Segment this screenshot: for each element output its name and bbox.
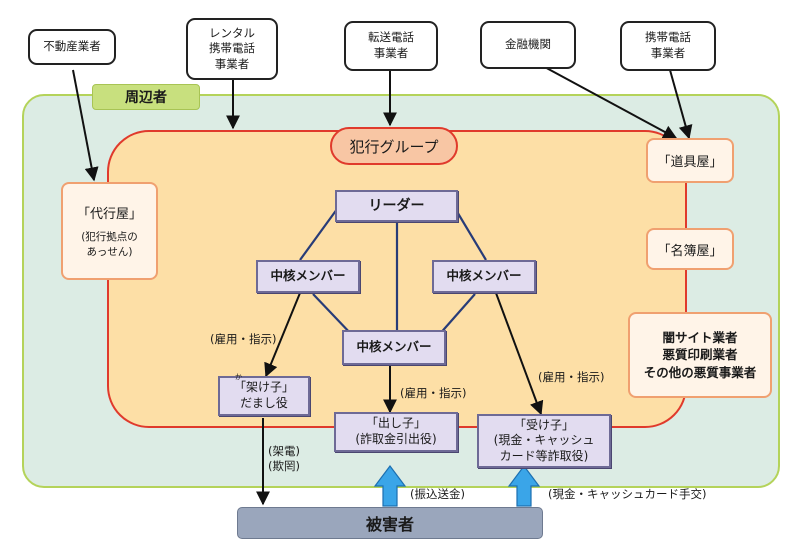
shady-business-line: その他の悪質事業者 [643, 364, 757, 380]
arrow-financial [527, 57, 678, 139]
line-leader-core-right [452, 204, 487, 261]
agent-note-line: あっせん) [86, 245, 133, 258]
kakeko-title: か 「架け子」 [233, 373, 294, 396]
handover-label: (現金・キャッシュカード手交) [548, 487, 707, 501]
dashiko-box: 「出し子」 (詐取金引出役) [334, 412, 458, 452]
line-leader-core-left [299, 204, 341, 261]
tool-provider-box: 「道具屋」 [646, 138, 734, 183]
kakeko-subtitle: だまし役 [240, 396, 288, 410]
core-member-left-box: 中核メンバー [256, 260, 360, 293]
hire-label-center: (雇用・指示) [400, 386, 467, 400]
criminal-group-label: 犯行グループ [330, 127, 458, 165]
victim-box: 被害者 [237, 507, 543, 539]
ukeko-subtitle-line: カード等詐取役) [499, 448, 589, 463]
kakeko-box: か 「架け子」 だまし役 [218, 373, 310, 416]
rental-phone-line: レンタル [209, 25, 255, 40]
rental-phone-operator-box: レンタル 携帯電話 事業者 [186, 18, 278, 80]
kakeko-title-text: 「架け子」 [233, 380, 294, 395]
real-estate-agent-box: 不動産業者 [28, 29, 116, 65]
periphery-label: 周辺者 [92, 84, 200, 110]
forward-phone-line: 事業者 [373, 46, 409, 60]
list-broker-box: 「名簿屋」 [646, 228, 734, 270]
call-label-line: (架電) [268, 444, 300, 458]
real-estate-agent-label: 不動産業者 [43, 39, 101, 54]
financial-institution-label: 金融機関 [505, 37, 551, 52]
shady-business-line: 悪質印刷業者 [662, 347, 738, 363]
hire-label-right: (雇用・指示) [538, 370, 605, 384]
dashiko-subtitle: (詐取金引出役) [355, 432, 437, 446]
dashiko-title: 「出し子」 [365, 416, 426, 431]
transfer-block-arrow [373, 465, 407, 507]
mobile-phone-line: 事業者 [650, 46, 686, 60]
ukeko-subtitle-line: (現金・キャッシュ [493, 433, 595, 448]
mobile-phone-operator-box: 携帯電話 事業者 [620, 21, 716, 71]
arrow-mobile-phone [669, 69, 693, 140]
arrow-real-estate [72, 69, 99, 182]
rental-phone-line: 事業者 [214, 56, 250, 71]
list-broker-label: 「名簿屋」 [657, 243, 723, 259]
forward-phone-line: 転送電話 [368, 30, 414, 45]
shady-business-line: 闇サイト業者 [662, 329, 738, 345]
line-core-left-center [312, 293, 354, 337]
agent-note-line: (犯行拠点の [81, 230, 138, 243]
arrow-hire-kakeko [264, 292, 301, 378]
agent-box: 「代行屋」 (犯行拠点の あっせん) [61, 182, 158, 280]
arrow-hire-ukeko [495, 292, 544, 416]
hire-label-left: (雇用・指示) [210, 332, 277, 346]
tool-provider-label: 「道具屋」 [657, 155, 723, 170]
handover-block-arrow [507, 465, 541, 507]
forward-phone-operator-box: 転送電話 事業者 [344, 21, 438, 71]
call-label: (架電) (欺罔) [268, 444, 300, 474]
financial-institution-box: 金融機関 [480, 21, 576, 69]
mobile-phone-line: 携帯電話 [645, 30, 691, 45]
ukeko-title: 「受け子」 [513, 417, 574, 432]
agent-title: 「代行屋」 [76, 206, 142, 222]
leader-box: リーダー [335, 190, 458, 222]
agent-note: (犯行拠点の あっせん) [81, 230, 138, 259]
kakeko-ruby: か [234, 373, 242, 382]
rental-phone-line: 携帯電話 [209, 41, 255, 56]
shady-businesses-box: 闇サイト業者 悪質印刷業者 その他の悪質事業者 [628, 312, 772, 398]
core-member-center-box: 中核メンバー [342, 330, 446, 365]
call-label-line: (欺罔) [268, 458, 300, 473]
core-member-right-box: 中核メンバー [432, 260, 536, 293]
ukeko-box: 「受け子」 (現金・キャッシュ カード等詐取役) [477, 414, 611, 468]
transfer-label: (振込送金) [410, 487, 465, 501]
line-core-right-center [437, 293, 476, 337]
